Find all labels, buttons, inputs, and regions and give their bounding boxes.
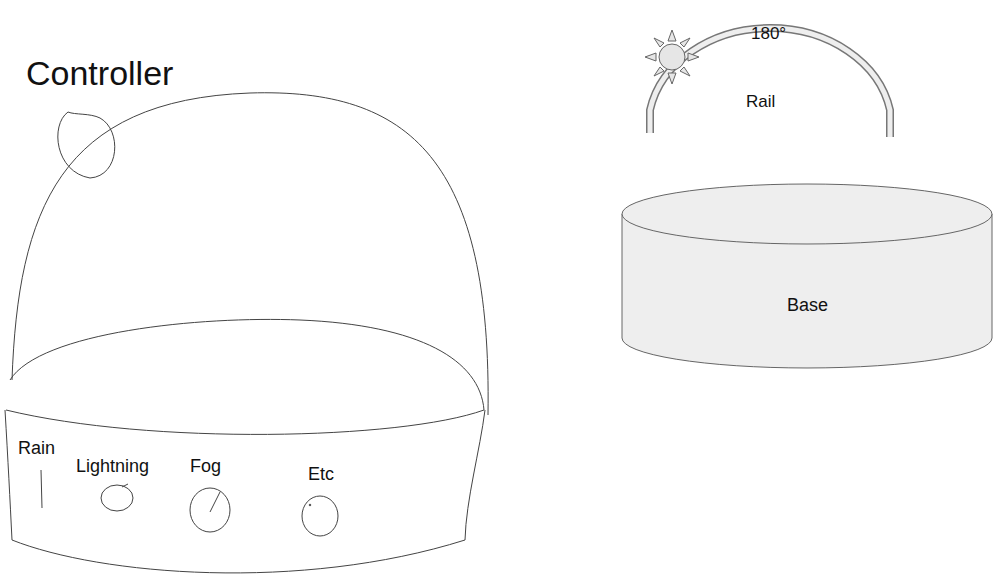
control-label: Rain (18, 438, 55, 459)
angle-dimension: 180° (751, 24, 786, 44)
base-cylinder: Base (620, 183, 996, 371)
rail-inner (650, 28, 890, 137)
fog-knob (190, 488, 230, 532)
lightning-knob (101, 485, 133, 511)
rail-outline (650, 28, 890, 137)
controller-housing: Controller (0, 40, 496, 587)
part-name: Rail (746, 92, 775, 112)
controller-knob (58, 112, 115, 178)
fog-pointer (210, 492, 220, 512)
lightning-pointer (122, 484, 128, 487)
controller-band (5, 410, 485, 573)
cylinder-top (622, 184, 992, 244)
rain-switch (41, 470, 42, 508)
sun-icon (645, 30, 699, 84)
knobs (41, 470, 338, 536)
etc-dot (309, 504, 311, 506)
controller-dome (12, 93, 488, 415)
control-label: Fog (190, 456, 221, 477)
heading: Controller (26, 54, 173, 93)
controller-band-top (6, 319, 484, 434)
etc-knob (302, 496, 338, 536)
node-outline (620, 183, 996, 371)
control-label: Lightning (76, 456, 149, 477)
control-label: Etc (308, 464, 334, 485)
part-name: Base (787, 295, 828, 316)
node-outline (0, 40, 496, 587)
